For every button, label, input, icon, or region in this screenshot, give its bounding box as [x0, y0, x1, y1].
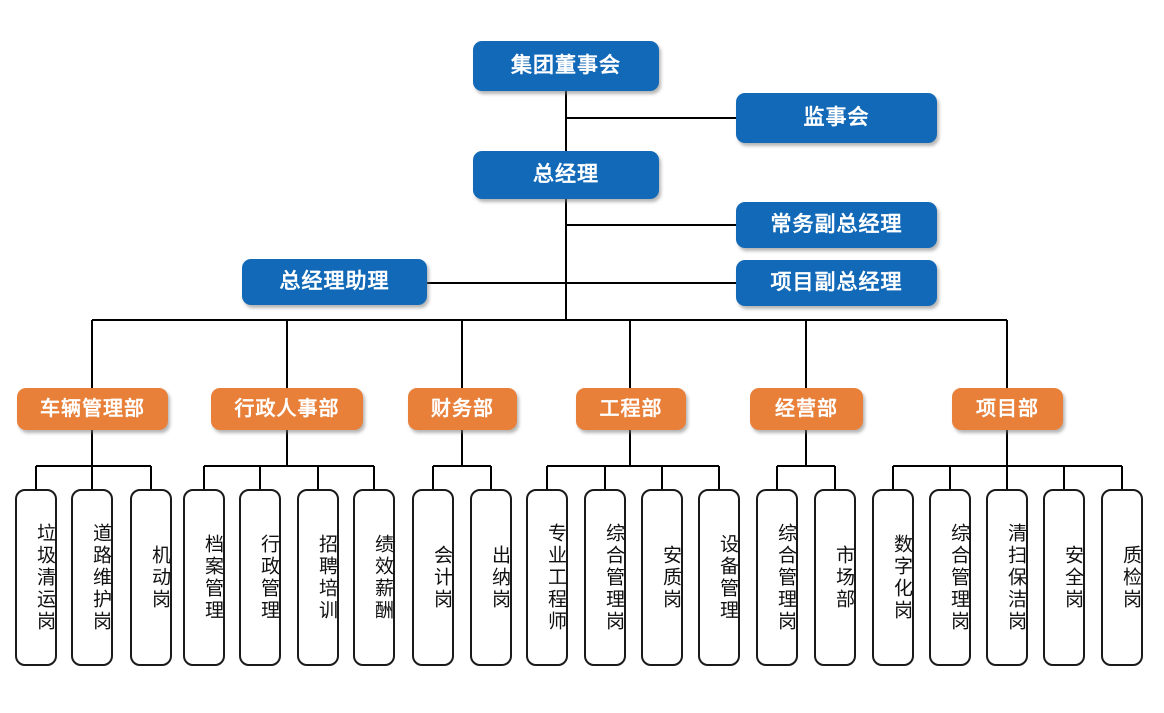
node-position-engineering-4[interactable]: 设备管理 — [698, 489, 740, 666]
node-label: 总经理助理 — [279, 269, 390, 293]
node-general-manager-assistant[interactable]: 总经理助理 — [242, 259, 427, 305]
node-label: 项目副总经理 — [770, 270, 903, 294]
node-executive-deputy-general-manager[interactable]: 常务副总经理 — [736, 202, 937, 248]
node-label: 市场部 — [833, 544, 854, 611]
node-label: 专业工程师 — [545, 522, 566, 633]
node-position-engineering-2[interactable]: 综合管理岗 — [584, 489, 626, 666]
node-label: 总经理 — [533, 162, 599, 186]
node-position-admin-3[interactable]: 招聘培训 — [297, 489, 339, 666]
node-label: 质检岗 — [1120, 544, 1141, 611]
node-department-admin-hr[interactable]: 行政人事部 — [211, 388, 363, 430]
node-department-finance[interactable]: 财务部 — [408, 388, 517, 430]
node-label: 清扫保洁岗 — [1005, 522, 1026, 633]
node-label: 监事会 — [803, 105, 870, 129]
node-supervisory-board[interactable]: 监事会 — [736, 93, 937, 143]
node-label: 安质岗 — [660, 544, 681, 611]
node-department-vehicle[interactable]: 车辆管理部 — [17, 388, 168, 430]
node-label: 财务部 — [431, 397, 494, 420]
node-department-operations[interactable]: 经营部 — [750, 388, 863, 430]
node-label: 经营部 — [775, 397, 838, 420]
node-label: 设备管理 — [717, 533, 738, 622]
node-position-project-4[interactable]: 安全岗 — [1043, 489, 1085, 666]
node-position-project-3[interactable]: 清扫保洁岗 — [986, 489, 1028, 666]
node-label: 项目部 — [976, 397, 1039, 420]
node-label: 道路维护岗 — [90, 522, 111, 633]
node-board-of-directors[interactable]: 集团董事会 — [473, 41, 659, 91]
node-label: 招聘培训 — [316, 533, 337, 622]
node-label: 综合管理岗 — [948, 522, 969, 633]
node-label: 会计岗 — [431, 544, 452, 611]
node-department-project[interactable]: 项目部 — [952, 388, 1063, 430]
node-label: 绩效薪酬 — [372, 533, 393, 622]
node-position-vehicle-1[interactable]: 垃圾清运岗 — [15, 489, 57, 666]
node-position-vehicle-2[interactable]: 道路维护岗 — [71, 489, 113, 666]
node-department-engineering[interactable]: 工程部 — [576, 388, 686, 430]
node-project-deputy-general-manager[interactable]: 项目副总经理 — [736, 260, 937, 306]
node-position-admin-2[interactable]: 行政管理 — [239, 489, 281, 666]
node-label: 车辆管理部 — [40, 397, 145, 420]
node-label: 集团董事会 — [511, 53, 621, 77]
node-label: 工程部 — [599, 397, 663, 420]
node-position-engineering-3[interactable]: 安质岗 — [641, 489, 683, 666]
node-position-project-5[interactable]: 质检岗 — [1101, 489, 1143, 666]
node-label: 行政人事部 — [234, 397, 340, 420]
node-position-finance-1[interactable]: 会计岗 — [412, 489, 454, 666]
node-label: 数字化岗 — [891, 533, 912, 622]
node-position-admin-4[interactable]: 绩效薪酬 — [353, 489, 395, 666]
node-label: 安全岗 — [1062, 544, 1083, 611]
node-position-vehicle-3[interactable]: 机动岗 — [130, 489, 172, 666]
node-label: 综合管理岗 — [775, 522, 796, 633]
node-label: 出纳岗 — [489, 544, 510, 611]
node-general-manager[interactable]: 总经理 — [473, 151, 659, 199]
node-position-project-2[interactable]: 综合管理岗 — [929, 489, 971, 666]
node-label: 垃圾清运岗 — [34, 522, 55, 633]
node-position-finance-2[interactable]: 出纳岗 — [470, 489, 512, 666]
node-label: 常务副总经理 — [770, 212, 903, 236]
node-label: 档案管理 — [202, 533, 223, 622]
node-position-engineering-1[interactable]: 专业工程师 — [526, 489, 568, 666]
node-label: 综合管理岗 — [603, 522, 624, 633]
node-label: 机动岗 — [149, 544, 170, 611]
node-position-operations-2[interactable]: 市场部 — [814, 489, 856, 666]
node-position-admin-1[interactable]: 档案管理 — [183, 489, 225, 666]
node-position-operations-1[interactable]: 综合管理岗 — [756, 489, 798, 666]
node-position-project-1[interactable]: 数字化岗 — [872, 489, 914, 666]
node-label: 行政管理 — [258, 533, 279, 622]
